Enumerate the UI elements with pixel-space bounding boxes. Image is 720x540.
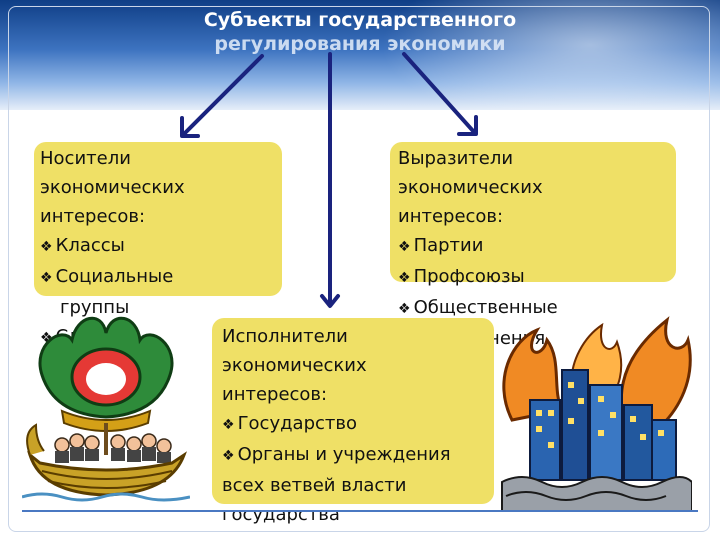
- expressers-box: Выразители экономических интересов: Парт…: [390, 142, 676, 349]
- executors-tail-1: всех ветвей власти: [222, 475, 407, 496]
- slide-title: Субъекты государственного регулирования …: [120, 8, 600, 56]
- city-flames-left: [502, 326, 565, 422]
- city-windows: [536, 382, 664, 448]
- ship-illustration: [22, 316, 190, 502]
- city-buildings: [529, 369, 677, 481]
- title-band-glow: [380, 0, 720, 130]
- ship-water: [22, 492, 190, 502]
- expressers-line-1: Выразители: [398, 148, 514, 169]
- carriers-line-3: интересов:: [40, 206, 146, 227]
- city-water-waves: [505, 491, 667, 501]
- expressers-line-3: интересов:: [398, 206, 504, 227]
- expressers-bullet-2: Профсоюзы: [398, 262, 676, 293]
- carriers-bullet-2: Социальные: [40, 262, 282, 293]
- carriers-bullet-1: Классы: [40, 231, 282, 262]
- arrow-left: [182, 54, 264, 136]
- executors-line-2: экономических: [222, 355, 367, 376]
- title-line-2: регулирования экономики: [214, 33, 506, 55]
- city-water: [501, 476, 692, 512]
- ship-crowd: [54, 433, 172, 454]
- ship-mast: [104, 423, 108, 455]
- arrow-right-head: [457, 115, 478, 136]
- carriers-tail-1: группы: [60, 297, 130, 318]
- carriers-line-1: Носители: [40, 148, 131, 169]
- title-line-1: Субъекты государственного: [203, 9, 517, 31]
- carriers-box: Носители экономических интересов: Классы…: [34, 142, 282, 347]
- city-flames-right: [619, 316, 692, 427]
- expressers-bullet-1: Партии: [398, 231, 676, 262]
- arrow-left-head: [180, 116, 200, 138]
- expressers-line-2: экономических: [398, 177, 543, 198]
- expressers-bullet-3: Общественные: [398, 293, 676, 324]
- arrow-right: [402, 52, 476, 134]
- executors-tail-2: государства: [222, 504, 340, 525]
- bottom-rule: [22, 510, 698, 512]
- ship-hull-stripes: [41, 470, 173, 489]
- executors-line-3: интересов:: [222, 384, 328, 405]
- executors-box: Исполнители экономических интересов: Гос…: [212, 318, 494, 525]
- slide-frame: [8, 6, 710, 532]
- carriers-line-2: экономических: [40, 177, 185, 198]
- ship-crown-base: [60, 409, 152, 432]
- ship-prow: [26, 423, 45, 456]
- executors-bullet-2: Органы и учреждения: [222, 440, 494, 471]
- ship-crowd-bodies: [55, 447, 171, 463]
- executors-bullet-1: Государство: [222, 409, 494, 440]
- executors-line-1: Исполнители: [222, 326, 348, 347]
- city-illustration: [501, 316, 692, 512]
- ship-crown-inner: [86, 363, 126, 395]
- arrow-center-head: [320, 294, 340, 308]
